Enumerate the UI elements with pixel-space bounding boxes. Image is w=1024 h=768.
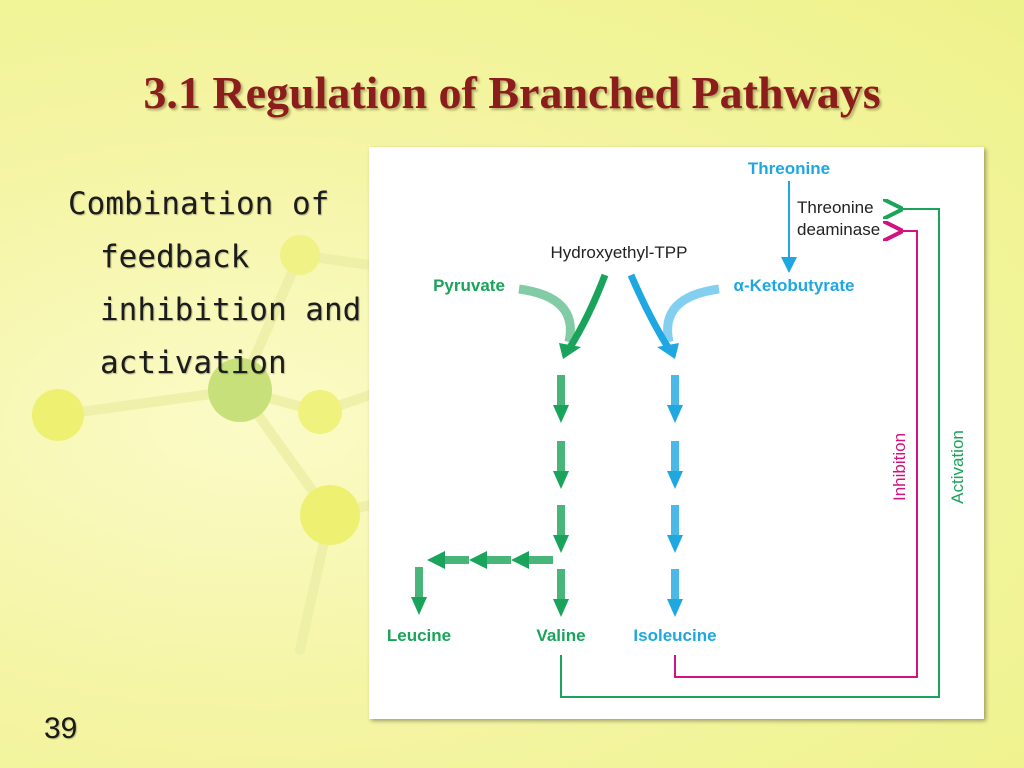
valine-label: Valine	[536, 626, 585, 645]
inhibition-loop	[674, 231, 918, 678]
leucine-branch-arrows	[411, 551, 553, 615]
leucine-label: Leucine	[387, 626, 451, 645]
ketobutyrate-label: α-Ketobutyrate	[734, 276, 855, 295]
pyruvate-curve-arrow	[518, 284, 575, 343]
threonine-label: Threonine	[748, 159, 830, 178]
valine-pathway-arrows	[553, 375, 569, 617]
activation-loop	[560, 209, 940, 698]
pathway-diagram: Threonine Threonine deaminase Hydroxyeth…	[369, 147, 984, 719]
body-text: Combination of feedback inhibition and a…	[68, 186, 362, 381]
pyruvate-label: Pyruvate	[433, 276, 505, 295]
hydroxyethyl-tpp-label: Hydroxyethyl-TPP	[551, 243, 688, 262]
activation-label: Activation	[948, 430, 967, 504]
page-number: 39	[44, 712, 78, 745]
enzyme-label-line1: Threonine	[797, 198, 874, 217]
inhibition-label: Inhibition	[890, 433, 909, 501]
isoleucine-pathway-arrows	[667, 375, 683, 617]
ketobutyrate-curve-arrow	[663, 284, 720, 343]
slide-title: 3.1 Regulation of Branched Pathways	[143, 67, 881, 118]
enzyme-label-line2: deaminase	[797, 220, 880, 239]
isoleucine-label: Isoleucine	[633, 626, 716, 645]
